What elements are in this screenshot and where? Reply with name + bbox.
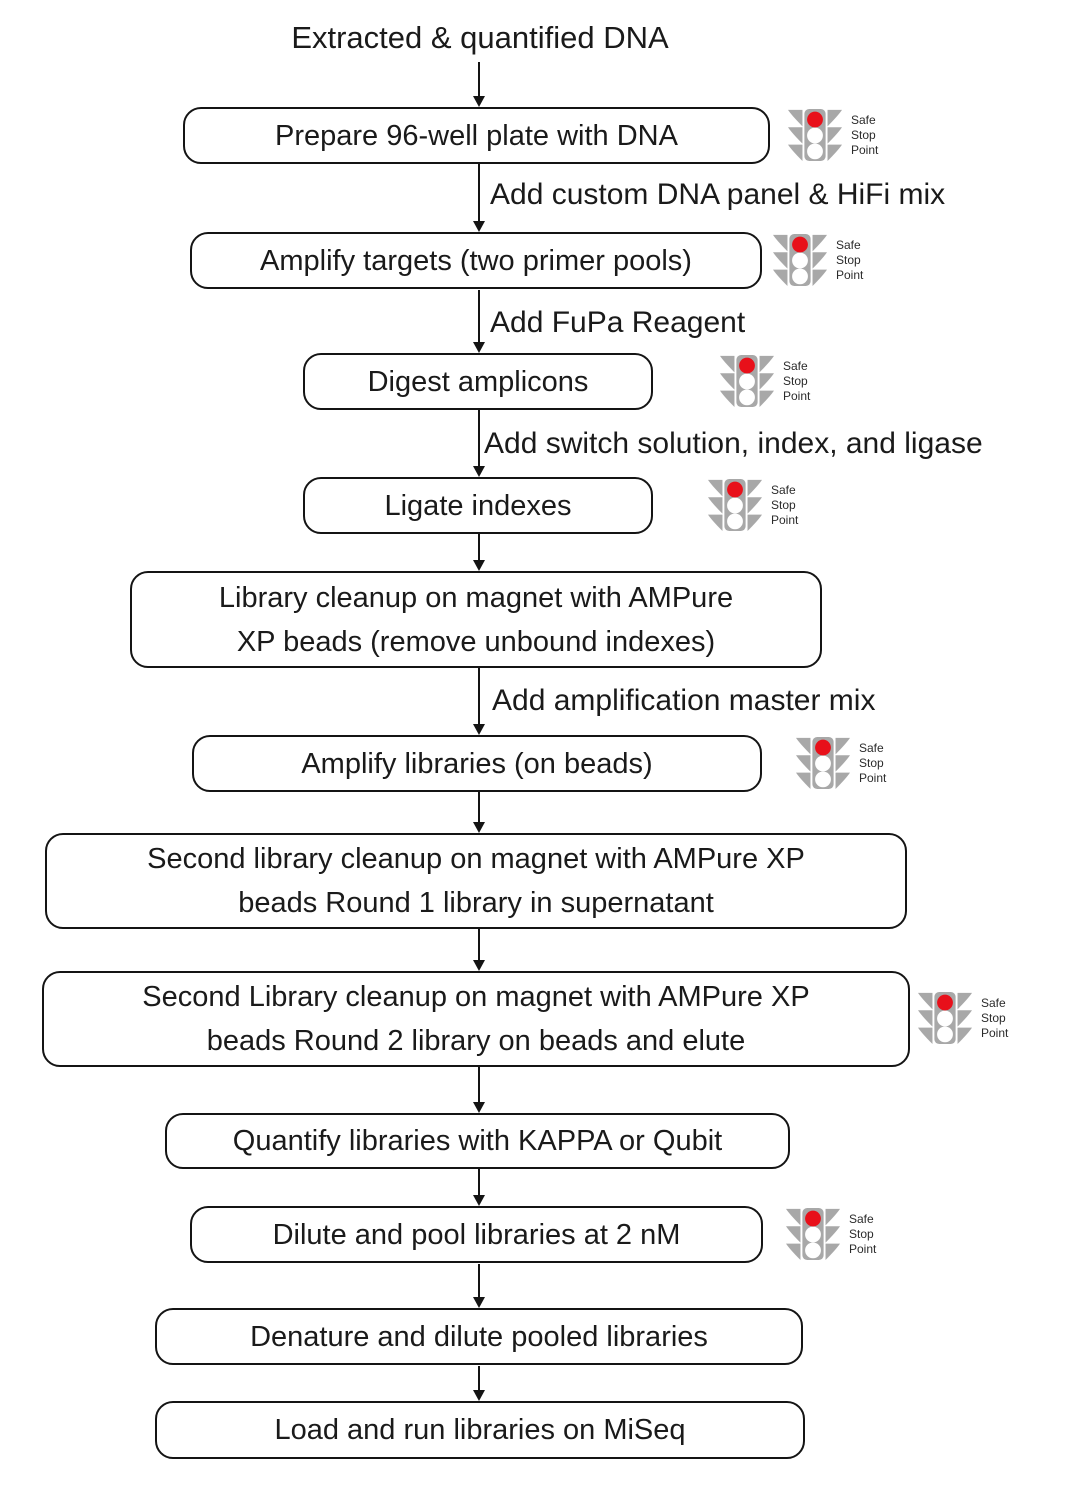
step-label: Prepare 96-well plate with DNA (275, 119, 678, 152)
traffic-light-icon (708, 478, 762, 532)
step-label: beads Round 2 library on beads and elute (206, 1025, 746, 1057)
step-label: Digest amplicons (367, 365, 589, 398)
step-box-quantify-libraries: Quantify libraries with KAPPA or Qubit (165, 1113, 790, 1169)
step-box-load-run: Load and run libraries on MiSeq (155, 1401, 805, 1459)
step-label: Amplify targets (two primer pools) (260, 244, 692, 277)
flow-arrow (473, 1264, 485, 1308)
traffic-light-icon (796, 736, 850, 790)
flow-arrow (473, 410, 485, 477)
note-add-amplification-master-mix: Add amplification master mix (492, 684, 876, 717)
step-label: Second library cleanup on magnet with AM… (147, 843, 805, 875)
step-label: beads Round 1 library in supernatant (238, 887, 714, 919)
step-box-amplify-targets: Amplify targets (two primer pools) (190, 232, 762, 289)
step-label: Denature and dilute pooled libraries (250, 1320, 708, 1353)
step-label: Quantify libraries with KAPPA or Qubit (232, 1125, 723, 1157)
note-add-custom-dna-panel: Add custom DNA panel & HiFi mix (490, 178, 946, 211)
flow-arrow (473, 1067, 485, 1113)
step-label: XP beads (remove unbound indexes) (236, 625, 716, 658)
note-add-switch-solution: Add switch solution, index, and ligase (484, 427, 983, 460)
step-label: Ligate indexes (384, 489, 572, 522)
flow-arrow (473, 792, 485, 833)
step-box-ligate-indexes: Ligate indexes (303, 477, 653, 534)
step-box-library-cleanup: Library cleanup on magnet with AMPure XP… (130, 571, 822, 668)
flow-arrow (473, 534, 485, 571)
note-add-fupa-reagent: Add FuPa Reagent (490, 306, 746, 339)
traffic-light-icon (786, 1207, 840, 1261)
flow-arrow (473, 290, 485, 353)
step-label: Second Library cleanup on magnet with AM… (142, 981, 810, 1013)
step-label: Dilute and pool libraries at 2 nM (272, 1218, 681, 1251)
flow-arrow (473, 1169, 485, 1206)
traffic-light-icon (720, 354, 774, 408)
step-box-digest-amplicons: Digest amplicons (303, 353, 653, 410)
step-box-second-cleanup-round-1: Second library cleanup on magnet with AM… (45, 833, 907, 929)
step-box-denature-dilute: Denature and dilute pooled libraries (155, 1308, 803, 1365)
step-box-second-cleanup-round-2: Second Library cleanup on magnet with AM… (42, 971, 910, 1067)
step-label: Load and run libraries on MiSeq (274, 1414, 686, 1446)
step-box-amplify-libraries: Amplify libraries (on beads) (192, 735, 762, 792)
start-node-label: Extracted & quantified DNA (291, 20, 669, 55)
traffic-light-icon (773, 233, 827, 287)
step-box-prepare-plate: Prepare 96-well plate with DNA (183, 107, 770, 164)
flow-arrow (473, 1366, 485, 1401)
traffic-light-icon (788, 108, 842, 162)
flow-arrow (473, 929, 485, 971)
flow-arrow (473, 164, 485, 232)
flow-arrow (473, 62, 485, 107)
step-box-dilute-pool: Dilute and pool libraries at 2 nM (190, 1206, 763, 1263)
flow-arrow (473, 668, 485, 735)
step-label: Library cleanup on magnet with AMPure (218, 581, 734, 614)
traffic-light-icon (918, 991, 972, 1045)
step-label: Amplify libraries (on beads) (301, 747, 653, 780)
